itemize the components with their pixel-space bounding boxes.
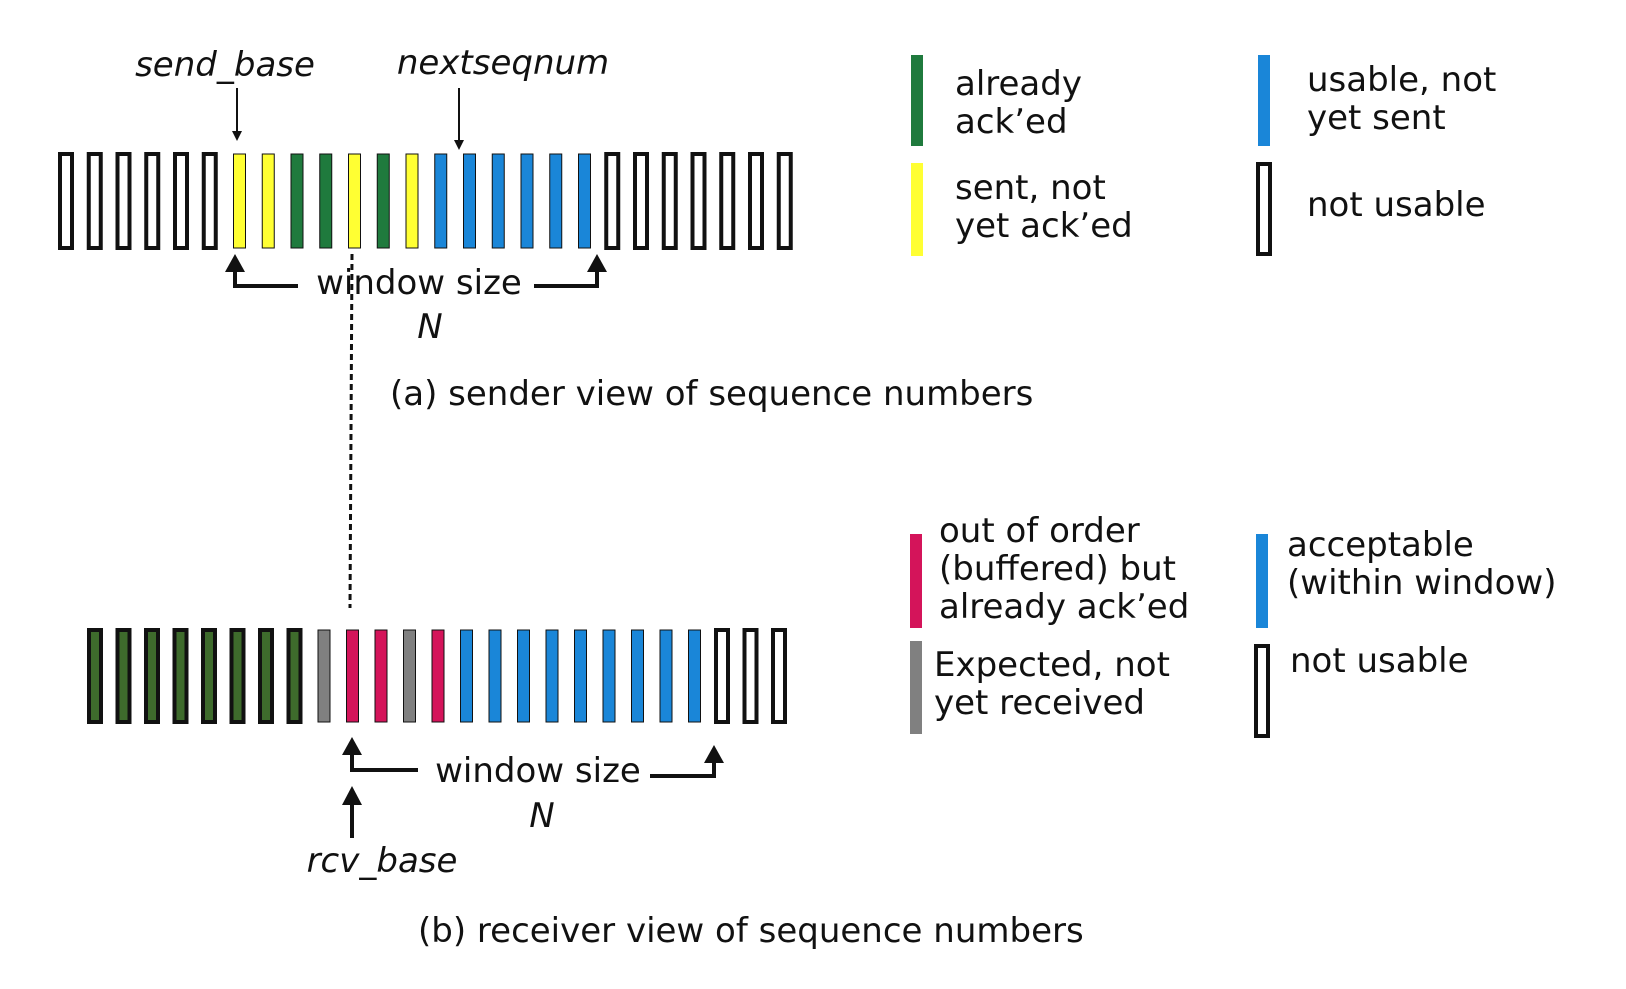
sender-cell-blue xyxy=(491,153,505,249)
receiver-cell-gray xyxy=(403,629,416,723)
nextseqnum-label: nextseqnum xyxy=(397,43,609,83)
receiver-window-n: N xyxy=(529,796,554,836)
legend-label: (buffered) but xyxy=(939,549,1176,589)
sender-cell-yellow xyxy=(233,153,246,249)
sender-window-bracket-right xyxy=(534,268,599,288)
legend-label: usable, not xyxy=(1307,60,1496,100)
legend-label: yet sent xyxy=(1307,98,1446,138)
receiver-cell-blue xyxy=(545,629,559,723)
receiver-caption: (b) receiver view of sequence numbers xyxy=(418,911,1084,951)
sender-cell-empty xyxy=(86,152,103,250)
legend-label: yet ack’ed xyxy=(955,206,1133,246)
sender-cell-yellow xyxy=(405,153,419,249)
rcv-base-arrowhead xyxy=(342,786,362,805)
receiver-cell-magenta xyxy=(346,629,359,723)
sender-cell-blue xyxy=(520,153,534,249)
receiver-cell-dark-green xyxy=(286,628,303,724)
receiver-cell-empty xyxy=(742,628,759,724)
receiver-cell-empty xyxy=(714,628,730,724)
receiver-cell-dark-green xyxy=(229,628,246,724)
receiver-window-bracket-left xyxy=(350,752,418,772)
sender-cell-yellow xyxy=(348,153,361,249)
sender-cell-empty xyxy=(604,152,621,250)
sender-cell-blue xyxy=(463,153,476,249)
legend-swatch-blue xyxy=(1256,534,1268,628)
legend-label: acceptable xyxy=(1287,525,1474,565)
sender-cell-yellow xyxy=(261,153,275,249)
sender-cell-green xyxy=(376,153,390,249)
legend-swatch-empty xyxy=(1256,162,1272,256)
dashed-connector xyxy=(348,253,354,609)
legend-label: ack’ed xyxy=(955,102,1068,142)
legend-label: not usable xyxy=(1307,185,1486,225)
sender-window-label: window size xyxy=(316,263,522,303)
receiver-cell-dark-green xyxy=(201,628,217,724)
legend-label: already ack’ed xyxy=(939,587,1189,627)
receiver-cell-blue xyxy=(517,629,530,723)
legend-label: yet received xyxy=(934,683,1145,723)
sender-cell-empty xyxy=(690,152,707,250)
sender-cell-empty xyxy=(201,152,218,250)
sender-cell-empty xyxy=(144,152,161,250)
sender-window-arrowhead-right xyxy=(587,254,607,272)
legend-label: not usable xyxy=(1290,641,1469,681)
legend-swatch-blue xyxy=(1258,55,1270,146)
receiver-cell-dark-green xyxy=(258,628,274,724)
receiver-cell-dark-green xyxy=(172,628,189,724)
sender-cell-empty xyxy=(633,152,649,250)
receiver-cell-dark-green xyxy=(115,628,132,724)
sender-cell-empty xyxy=(115,152,132,250)
receiver-sequence-cells xyxy=(87,628,787,724)
receiver-cell-blue xyxy=(602,629,616,723)
legend-label: sent, not xyxy=(955,168,1106,208)
sender-cell-empty xyxy=(748,152,764,250)
sender-cell-blue xyxy=(434,153,448,249)
receiver-cell-blue xyxy=(460,629,473,723)
receiver-cell-blue xyxy=(688,629,701,723)
receiver-cell-blue xyxy=(488,629,502,723)
receiver-cell-magenta xyxy=(374,629,388,723)
legend-label: out of order xyxy=(939,511,1140,551)
receiver-cell-magenta xyxy=(431,629,445,723)
sender-window-n: N xyxy=(417,307,442,347)
receiver-cell-gray xyxy=(317,629,331,723)
receiver-window-arrowhead-right xyxy=(704,745,724,763)
legend-label: Expected, not xyxy=(934,645,1170,685)
sender-cell-blue xyxy=(549,153,563,249)
sender-cell-green xyxy=(319,153,333,249)
legend-swatch-gray xyxy=(910,641,922,734)
sender-cell-empty xyxy=(719,152,736,250)
sender-cell-empty xyxy=(173,152,189,250)
legend-label: (within window) xyxy=(1287,563,1556,603)
receiver-window-label: window size xyxy=(435,751,641,791)
legend-swatch-empty xyxy=(1254,644,1270,738)
receiver-cell-empty xyxy=(771,628,787,724)
receiver-window-bracket-right xyxy=(650,760,716,778)
receiver-cell-blue xyxy=(631,629,644,723)
rcv-base-label: rcv_base xyxy=(307,841,458,881)
legend-swatch-magenta xyxy=(910,534,922,628)
legend-swatch-yellow xyxy=(911,163,923,256)
send-base-label: send_base xyxy=(135,45,315,85)
legend-label: already xyxy=(955,64,1082,104)
sender-caption: (a) sender view of sequence numbers xyxy=(390,374,1033,414)
sender-window-bracket-left xyxy=(233,268,298,288)
receiver-cell-blue xyxy=(574,629,587,723)
sender-cell-empty xyxy=(776,152,793,250)
receiver-cell-dark-green xyxy=(87,628,103,724)
receiver-cell-dark-green xyxy=(144,628,160,724)
sender-window-arrowhead-left xyxy=(225,254,245,272)
sender-cell-empty xyxy=(661,152,678,250)
sender-sequence-cells xyxy=(58,152,793,250)
sender-cell-green xyxy=(290,153,304,249)
sender-cell-empty xyxy=(58,152,74,250)
legend-swatch-green xyxy=(911,55,923,146)
receiver-window-arrowhead-left xyxy=(342,737,362,755)
receiver-cell-blue xyxy=(659,629,673,723)
sender-cell-blue xyxy=(578,153,591,249)
